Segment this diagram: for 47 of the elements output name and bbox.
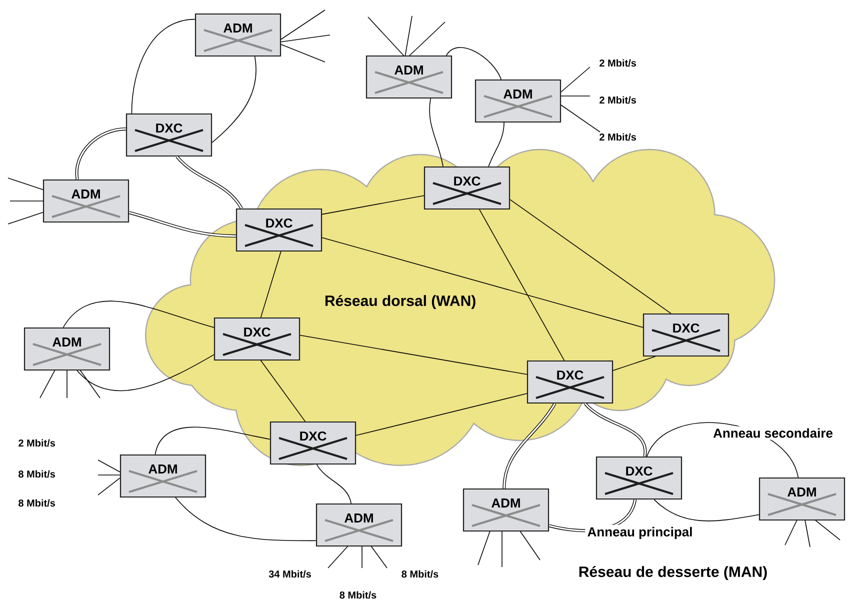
rate-label: 2 Mbit/s: [600, 59, 636, 67]
adm-box: ADM: [120, 454, 206, 498]
ring-link: [76, 354, 214, 392]
ring-link: [175, 497, 316, 542]
rate-label: 2 Mbit/s: [600, 96, 636, 104]
ring-link: [502, 402, 556, 489]
ring-link: [128, 211, 236, 238]
rate-label: 8 Mbit/s: [340, 591, 376, 599]
ring-link: [584, 402, 647, 457]
ring-link: [212, 56, 256, 143]
adm-box: ADM: [42, 179, 130, 223]
adm-box: ADM: [316, 503, 402, 547]
ring-link: [316, 464, 352, 504]
rate-label: 8 Mbit/s: [18, 470, 56, 478]
adm-box: ADM: [462, 488, 550, 532]
rate-label: 8 Mbit/s: [402, 570, 438, 578]
adm-box: ADM: [24, 327, 110, 371]
ring-link: [62, 300, 214, 328]
ring-label: Anneau principal: [585, 524, 695, 542]
adm-box: ADM: [366, 55, 452, 99]
ring-link: [446, 47, 502, 80]
adm-box: ADM: [194, 13, 282, 57]
rate-label: 2 Mbit/s: [18, 439, 56, 447]
dxc-box: DXC: [596, 456, 682, 500]
rate-label: 34 Mbit/s: [268, 570, 311, 578]
adm-box: ADM: [758, 477, 846, 521]
ring-link: [429, 98, 444, 167]
dxc-box: DXC: [270, 421, 356, 465]
network-label: Réseau de desserte (MAN): [579, 566, 767, 580]
ring-link: [356, 393, 528, 436]
dxc-box: DXC: [526, 360, 614, 404]
rate-label: 2 Mbit/s: [600, 133, 636, 141]
ring-link: [322, 195, 424, 215]
ring-link: [260, 251, 282, 318]
adm-box: ADM: [474, 79, 562, 123]
dxc-box: DXC: [214, 317, 300, 361]
dxc-box: DXC: [126, 113, 212, 157]
ring-label: Anneau secondaire: [711, 426, 835, 440]
ring-link: [260, 360, 306, 422]
ring-link: [488, 122, 504, 167]
ring-link: [154, 426, 270, 455]
dxc-box: DXC: [424, 166, 510, 210]
ring-link: [75, 127, 126, 180]
rate-label: 8 Mbit/s: [18, 499, 56, 507]
ring-link: [131, 18, 196, 114]
ring-link: [176, 156, 243, 210]
ring-link: [654, 499, 760, 522]
